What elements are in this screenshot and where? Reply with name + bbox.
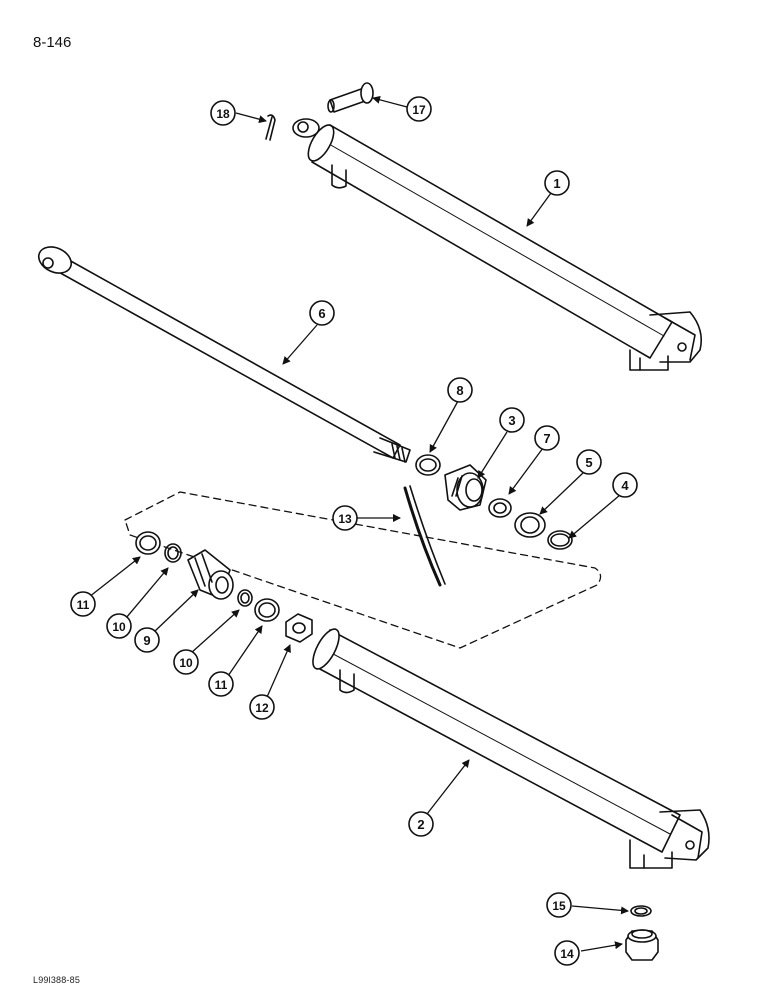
- callout-8-label: 8: [456, 383, 463, 398]
- callout-4: 4: [612, 472, 638, 498]
- o-ring-10-upper: [164, 543, 182, 563]
- callout-17: 17: [406, 96, 432, 122]
- nut-12: [285, 613, 313, 643]
- callout-11-upper: 11: [70, 591, 96, 617]
- callouts: 1 2 3 4 5 6 7 8 9 10 10 11: [70, 96, 638, 966]
- figure-code: L99l388-85: [33, 975, 81, 985]
- callout-11-upper-label: 11: [77, 598, 90, 612]
- callout-3: 3: [499, 407, 525, 433]
- cotter-pin: [265, 114, 276, 141]
- washer-15: [630, 905, 652, 917]
- page-number: 8-146: [33, 34, 72, 51]
- piston-9: [187, 549, 234, 600]
- ring-7: [488, 498, 512, 518]
- callout-3-label: 3: [508, 413, 515, 428]
- lower-cylinder-barrel: [312, 628, 710, 869]
- ring-5: [514, 512, 546, 538]
- callout-10-lower: 10: [173, 649, 199, 675]
- callout-7-label: 7: [543, 431, 550, 446]
- callout-9: 9: [134, 627, 160, 653]
- callout-14: 14: [554, 940, 580, 966]
- o-ring-4: [547, 530, 573, 550]
- callout-18-label: 18: [216, 107, 230, 121]
- callout-7: 7: [534, 425, 560, 451]
- callout-11-lower: 11: [208, 671, 234, 697]
- leader-lines: [88, 95, 629, 952]
- callout-10-upper-label: 10: [112, 620, 126, 634]
- callout-8: 8: [447, 377, 473, 403]
- callout-9-label: 9: [143, 633, 150, 648]
- callout-2-label: 2: [417, 817, 424, 832]
- callout-1: 1: [544, 170, 570, 196]
- callout-5: 5: [576, 449, 602, 475]
- callout-10-upper: 10: [106, 613, 132, 639]
- callout-14-label: 14: [560, 947, 574, 961]
- callout-6-label: 6: [318, 306, 325, 321]
- callout-15: 15: [546, 892, 572, 918]
- group-outline: [124, 491, 602, 649]
- callout-18: 18: [210, 100, 236, 126]
- callout-12: 12: [249, 694, 275, 720]
- ring-8: [415, 454, 441, 476]
- callout-5-label: 5: [585, 455, 592, 470]
- callout-12-label: 12: [255, 701, 269, 715]
- ring-11-upper: [135, 531, 161, 555]
- callout-2: 2: [408, 811, 434, 837]
- gland-3: [444, 464, 487, 511]
- callout-10-lower-label: 10: [179, 656, 193, 670]
- wear-ring-13: [403, 485, 446, 587]
- upper-cylinder-barrel: [292, 118, 703, 371]
- callout-4-label: 4: [621, 478, 629, 493]
- piston-rod: [37, 246, 411, 463]
- callout-13-label: 13: [338, 512, 352, 526]
- ring-11-lower: [254, 598, 280, 622]
- o-ring-10-lower: [237, 589, 253, 607]
- callout-15-label: 15: [552, 899, 566, 913]
- plug-14: [625, 929, 659, 961]
- callout-13: 13: [332, 505, 358, 531]
- clevis-pin: [327, 82, 374, 113]
- callout-17-label: 17: [412, 103, 426, 117]
- callout-11-lower-label: 11: [215, 678, 228, 692]
- callout-1-label: 1: [553, 176, 560, 191]
- callout-6: 6: [309, 300, 335, 326]
